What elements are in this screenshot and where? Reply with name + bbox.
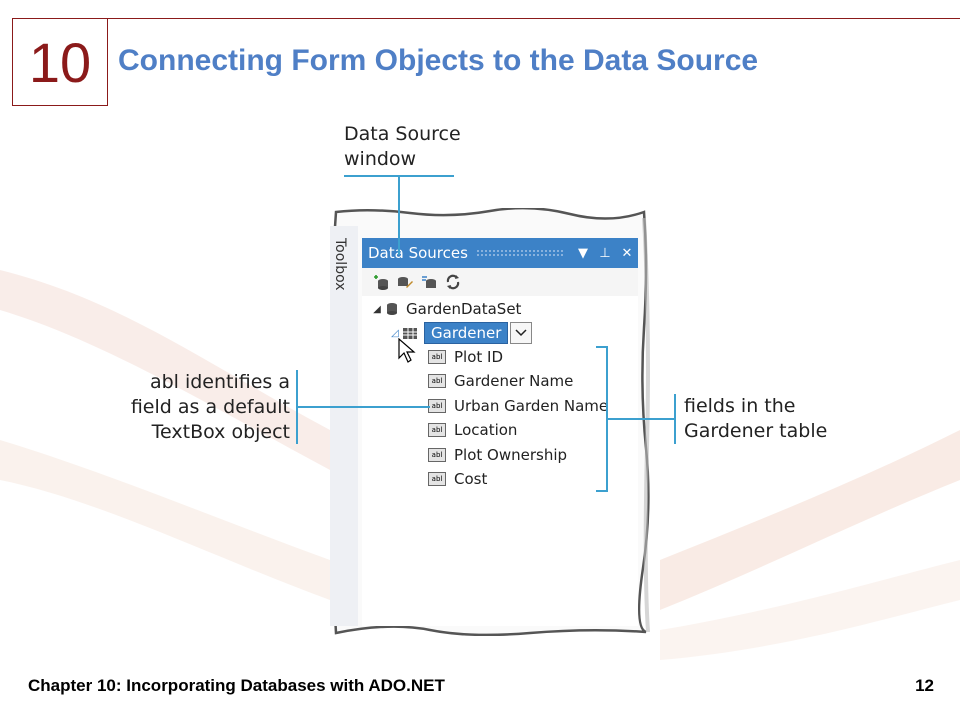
dataset-name: GardenDataSet (406, 300, 522, 318)
field-row[interactable]: abl Gardener Name (428, 370, 573, 392)
callout-line-2: field as a default (130, 396, 290, 418)
panel-toolbar (362, 268, 648, 296)
panel-title: Data Sources (368, 244, 468, 262)
callout-data-source-window: Data Source window (344, 122, 461, 172)
datagrid-icon (402, 326, 418, 340)
textbox-field-icon: abl (428, 447, 446, 462)
textbox-field-icon: abl (428, 398, 446, 413)
control-type-dropdown[interactable] (510, 322, 533, 344)
titlebar-grip (475, 249, 564, 257)
footer-chapter-label: Chapter 10: Incorporating Databases with… (28, 676, 445, 695)
expand-table-icon[interactable]: ◿ (391, 327, 399, 339)
bracket-bottom (596, 490, 608, 492)
chevron-down-icon (515, 327, 527, 340)
toolbox-strip[interactable] (330, 226, 358, 626)
field-row[interactable]: abl Urban Garden Name (428, 395, 608, 417)
chapter-number-box: 10 (12, 18, 108, 106)
callout-line-1: Data Source (344, 123, 461, 145)
field-label: Cost (454, 470, 488, 488)
pin-icon[interactable]: ⊥ (599, 245, 611, 261)
footer-page-number: 12 (915, 676, 934, 695)
add-data-source-icon[interactable] (372, 273, 390, 291)
callout-abl-identifies: abl identifies a field as a default Text… (128, 370, 290, 445)
callout-line-2: window (344, 148, 417, 170)
textbox-field-icon: abl (428, 472, 446, 486)
field-label: Gardener Name (454, 372, 574, 391)
callout-line-2: Gardener table (684, 420, 828, 442)
tree-row-dataset[interactable]: ◢ GardenDataSet (370, 298, 521, 320)
close-icon[interactable]: ✕ (621, 245, 633, 261)
textbox-field-icon: abl (428, 374, 446, 389)
refresh-icon[interactable] (444, 273, 462, 291)
mouse-cursor-icon (398, 338, 416, 363)
tree-row-table[interactable]: ◿ Gardener (388, 322, 533, 344)
data-sources-panel: Data Sources ▼ ⊥ ✕ ◢ (362, 238, 638, 626)
field-row[interactable]: abl Location (428, 419, 517, 441)
slide-title: Connecting Form Objects to the Data Sour… (118, 44, 759, 77)
textbox-field-icon: abl (428, 350, 446, 364)
toolbox-tab[interactable]: Toolbox (332, 238, 348, 291)
callout-bracket-right (674, 394, 676, 444)
callout-pointer-right (606, 418, 674, 420)
table-name-selected[interactable]: Gardener (424, 322, 509, 344)
expand-dataset-icon[interactable]: ◢ (373, 303, 381, 315)
field-row[interactable]: abl Cost (428, 468, 487, 490)
field-row[interactable]: abl Plot ID (428, 346, 503, 368)
callout-line-3: TextBox object (151, 421, 290, 443)
callout-fields-in-table: fields in the Gardener table (684, 394, 827, 444)
chapter-number: 10 (28, 30, 92, 94)
dataset-icon (384, 302, 400, 316)
callout-pointer-left (296, 406, 430, 408)
field-label: Location (454, 421, 518, 440)
textbox-field-icon: abl (428, 423, 446, 438)
dropdown-icon[interactable]: ▼ (578, 245, 588, 261)
field-row[interactable]: abl Plot Ownership (428, 444, 567, 466)
configure-dataset-icon[interactable] (420, 273, 438, 291)
field-label: Plot Ownership (454, 445, 568, 464)
header-rule (108, 18, 960, 19)
field-label: Plot ID (454, 348, 504, 366)
edit-dataset-icon[interactable] (396, 273, 414, 291)
field-label: Urban Garden Name (454, 396, 609, 415)
callout-pointer-top (398, 175, 400, 255)
callout-line-1: fields in the (684, 395, 796, 417)
callout-line-1: abl identifies a (149, 371, 290, 393)
bracket-top (596, 346, 608, 348)
panel-titlebar: Data Sources ▼ ⊥ ✕ (362, 238, 638, 268)
